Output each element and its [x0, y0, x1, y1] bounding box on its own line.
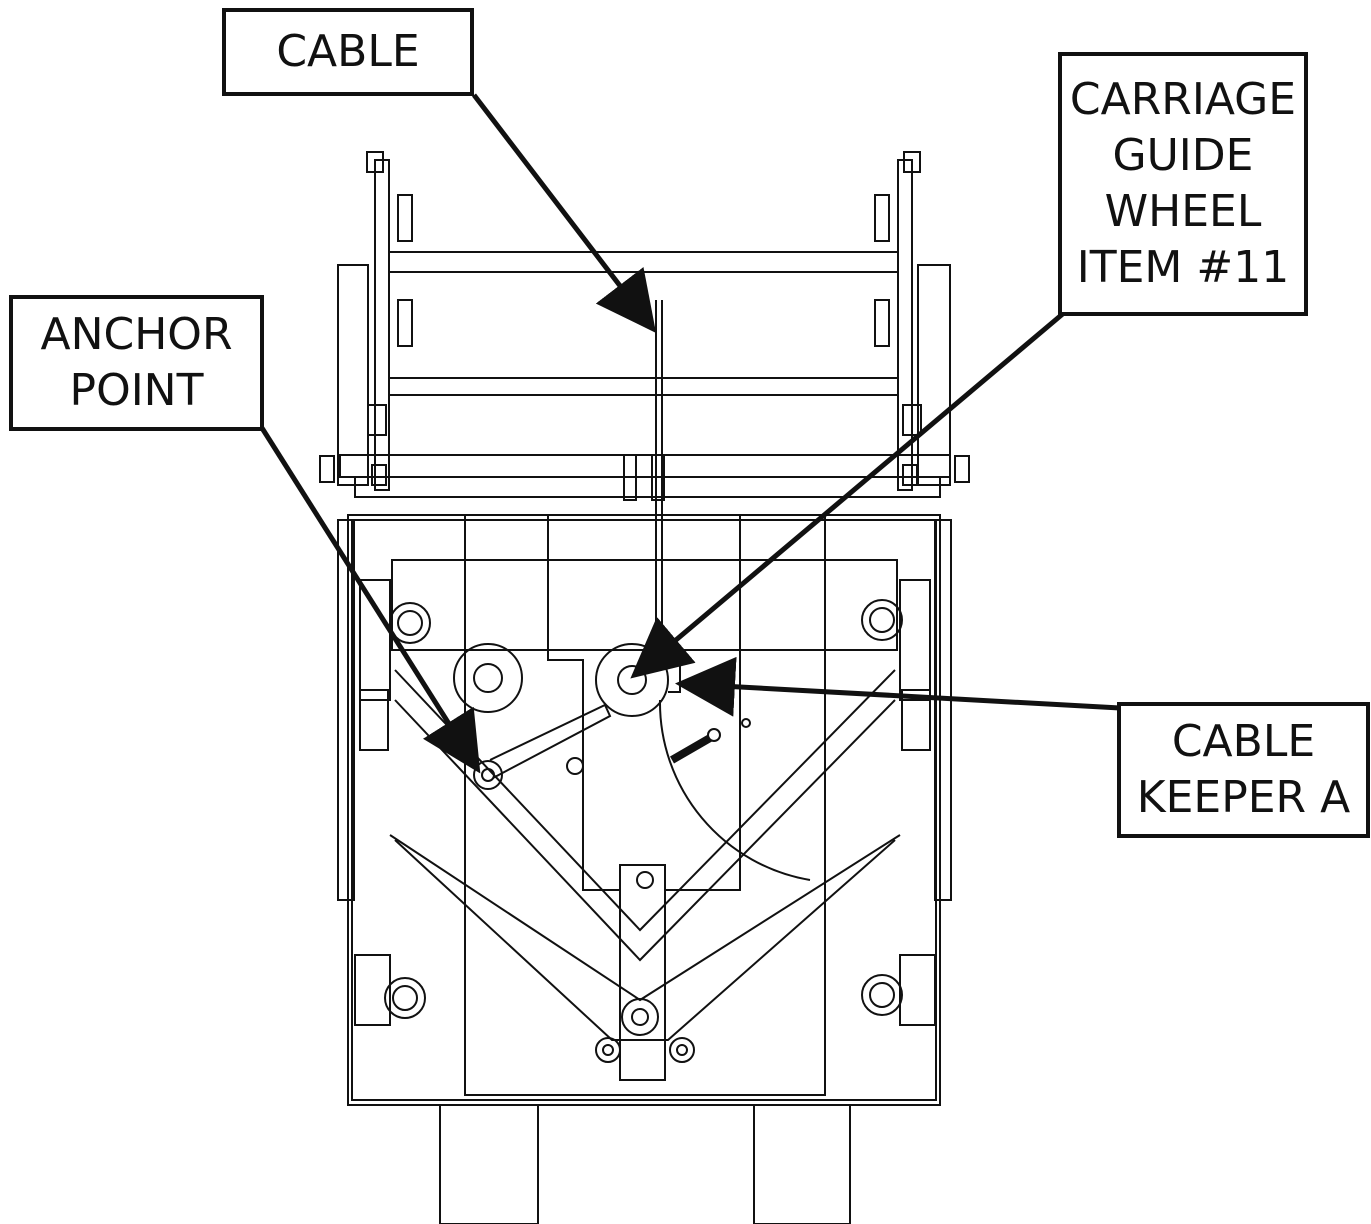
callout-cable: CABLE — [222, 8, 474, 96]
anchor-point-leader — [259, 426, 481, 774]
carriage-guide-wheel-leader — [630, 310, 1067, 679]
cable-leader — [472, 93, 657, 333]
leader-arrows — [259, 93, 1121, 774]
callout-carriage-line-2: GUIDE — [1112, 130, 1254, 182]
callout-anchor-line-2: POINT — [69, 365, 204, 416]
callout-carriage-guide-wheel: CARRIAGE GUIDE WHEEL ITEM #11 — [1058, 52, 1308, 316]
callout-cable-keeper-a: CABLE KEEPER A — [1117, 702, 1370, 838]
callout-keeper-line-2: KEEPER A — [1136, 772, 1351, 823]
frame-lines — [319, 151, 970, 1224]
callout-keeper-line-1: CABLE — [1171, 716, 1316, 768]
callout-anchor-line-1: ANCHOR — [40, 309, 233, 361]
callout-carriage-line-4: ITEM #11 — [1076, 241, 1290, 293]
callout-anchor-point: ANCHOR POINT — [9, 295, 264, 431]
callout-carriage-line-3: WHEEL — [1104, 186, 1262, 237]
cable-keeper-a-leader — [675, 656, 1121, 717]
callout-carriage-line-1: CARRIAGE — [1069, 74, 1297, 126]
callout-cable-line-1: CABLE — [276, 26, 420, 78]
